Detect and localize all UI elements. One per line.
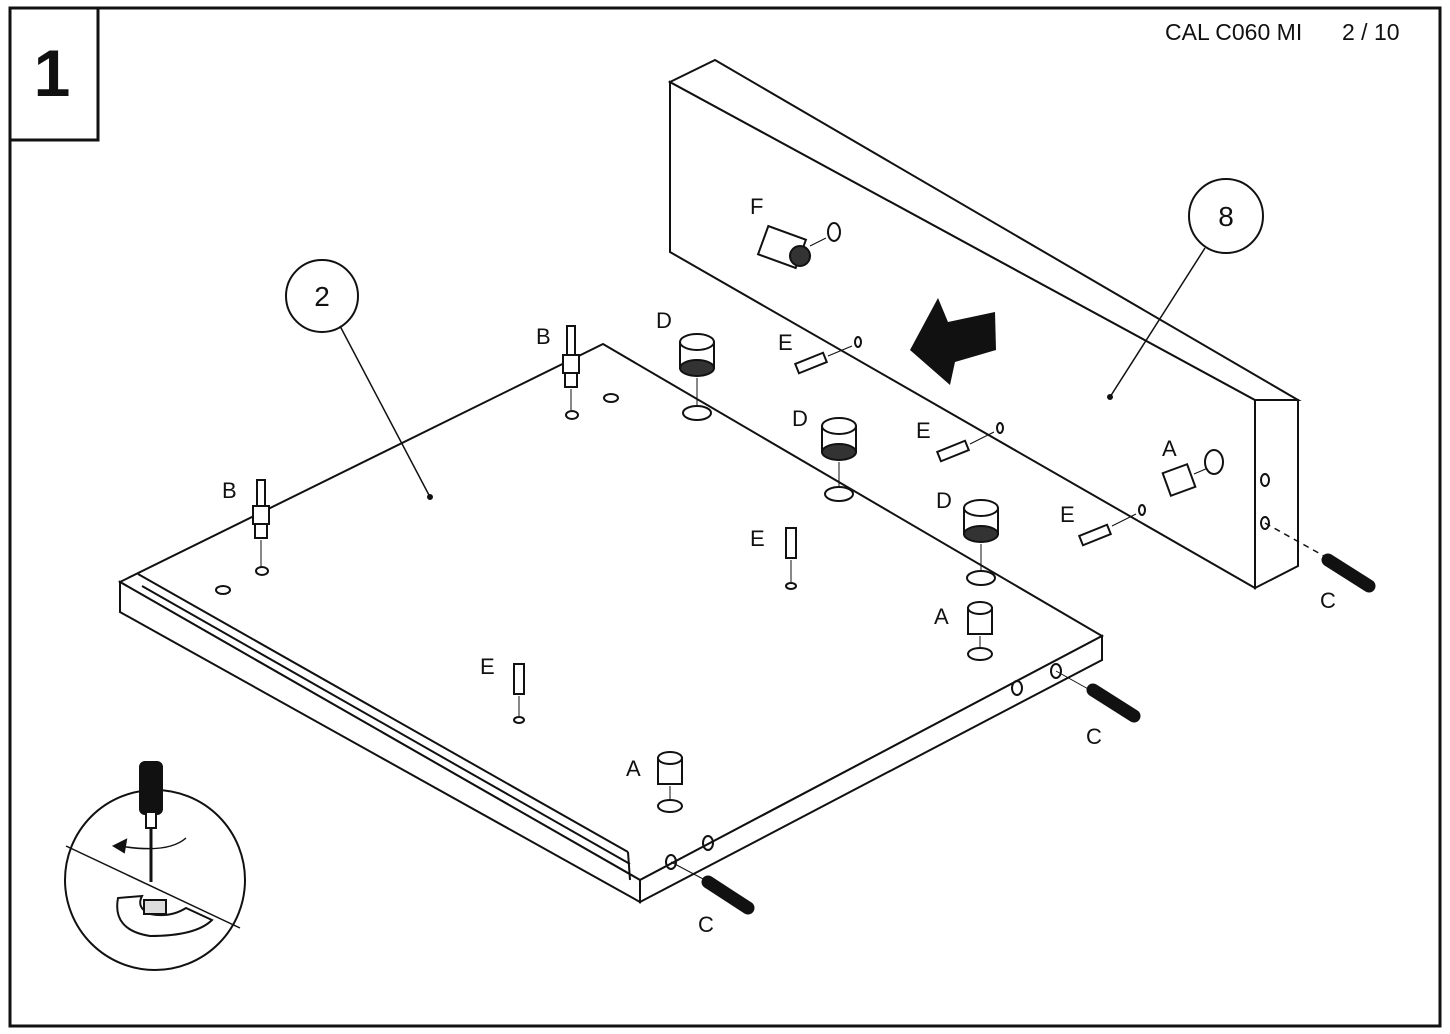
label-c-right: C [1086, 724, 1102, 749]
doc-code: CAL C060 MI [1165, 19, 1302, 45]
bolt-c-back [1264, 522, 1376, 593]
bolt-c-right [1055, 670, 1141, 723]
part-number-2: 2 [314, 281, 330, 312]
cam-d-2 [821, 417, 857, 502]
label-d-3: D [936, 488, 952, 513]
label-d-2: D [792, 406, 808, 431]
label-d-1: D [656, 308, 672, 333]
dowel-e-2 [785, 527, 797, 590]
step-number-box: 1 [10, 6, 100, 142]
page-frame [8, 6, 1442, 1028]
label-a-front: A [626, 756, 641, 781]
housing-a-right [967, 601, 993, 661]
housing-a-back [1161, 449, 1224, 498]
label-e-3: E [778, 330, 793, 355]
page-number: 2 / 10 [1342, 19, 1400, 45]
arrow-icon [910, 298, 996, 385]
dowel-e-1 [513, 663, 525, 724]
label-a-right: A [934, 604, 949, 629]
label-a-back: A [1162, 436, 1177, 461]
screwdriver-detail-icon [64, 761, 246, 971]
part-bubble-8: 8 [1109, 178, 1264, 398]
bolt-c-front [670, 861, 755, 915]
dowel-e-4 [935, 422, 1004, 463]
cam-d-1 [679, 333, 715, 421]
label-e-1: E [480, 654, 495, 679]
label-b-left: B [222, 478, 237, 503]
part-number-8: 8 [1218, 201, 1234, 232]
label-f: F [750, 194, 763, 219]
cam-d-3 [963, 499, 999, 586]
housing-a-front [657, 751, 683, 813]
label-b-right: B [536, 324, 551, 349]
label-e-2: E [750, 526, 765, 551]
dowel-e-5 [1077, 504, 1146, 547]
pin-b-right [562, 325, 580, 420]
label-e-4: E [916, 418, 931, 443]
label-e-5: E [1060, 502, 1075, 527]
hardware-labels: B B D D D E E E E E A A A C C C F [222, 194, 1336, 937]
pin-b-left [252, 479, 270, 576]
label-c-back: C [1320, 588, 1336, 613]
panel-bottom [117, 342, 1105, 904]
label-c-front: C [698, 912, 714, 937]
step-number: 1 [34, 36, 71, 110]
dowel-e-3 [793, 336, 862, 375]
connector-f [756, 222, 841, 270]
part-bubble-2: 2 [285, 259, 431, 498]
document-code: CAL C060 MI 2 / 10 [1165, 19, 1400, 45]
